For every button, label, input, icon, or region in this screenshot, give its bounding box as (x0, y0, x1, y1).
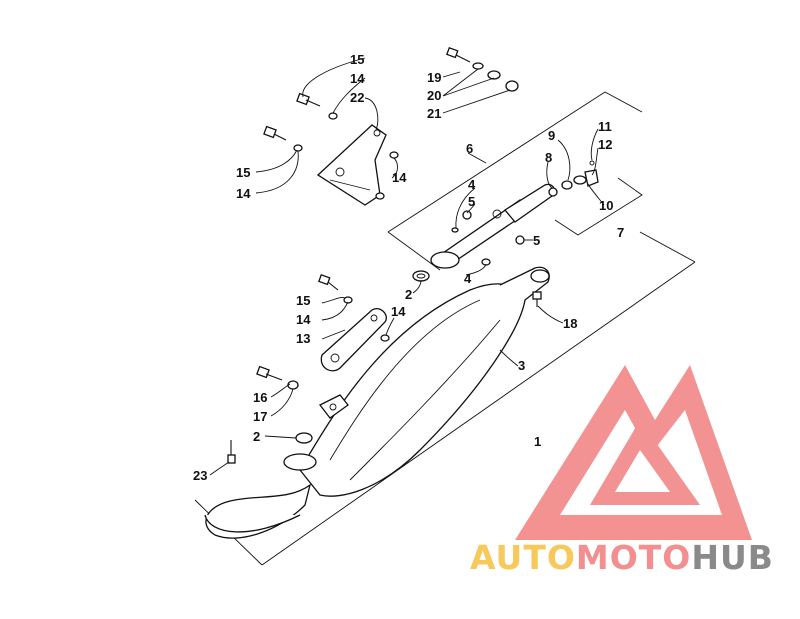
callout-14: 14 (296, 312, 311, 327)
bracket-13 (320, 308, 387, 372)
callouts: 15 14 22 15 14 14 19 20 21 6 9 11 12 8 1… (193, 52, 624, 483)
callout-14: 14 (392, 170, 407, 185)
callout-15: 15 (236, 165, 250, 180)
tailpipe-assembly (430, 183, 556, 269)
callout-8: 8 (545, 150, 552, 165)
callout-12: 12 (598, 137, 612, 152)
callout-14: 14 (236, 186, 251, 201)
callout-15: 15 (350, 52, 364, 67)
callout-11: 11 (598, 119, 612, 134)
callout-17: 17 (253, 409, 267, 424)
watermark-moto: MOTO (576, 538, 691, 577)
watermark-auto: AUTO (470, 538, 576, 577)
leader-lines (209, 57, 605, 476)
callout-4: 4 (464, 271, 472, 286)
callout-14: 14 (350, 71, 365, 86)
callout-6: 6 (466, 141, 473, 156)
watermark: AUTOMOTOHUB (470, 538, 774, 577)
callout-5: 5 (533, 233, 540, 248)
svg-text:AUTOMOTOHUB: AUTOMOTOHUB (470, 538, 774, 577)
callout-16: 16 (253, 390, 267, 405)
callout-18: 18 (563, 316, 577, 331)
mount-bracket-22 (316, 124, 387, 206)
callout-21: 21 (427, 106, 441, 121)
callout-5: 5 (468, 194, 475, 209)
callout-15: 15 (296, 293, 310, 308)
callout-2: 2 (405, 287, 412, 302)
watermark-hub: HUB (691, 538, 774, 577)
assembly-7-outline (554, 177, 643, 236)
callout-3: 3 (518, 358, 525, 373)
callout-23: 23 (193, 468, 207, 483)
callout-2: 2 (253, 429, 260, 444)
callout-4: 4 (468, 177, 476, 192)
callout-9: 9 (548, 128, 555, 143)
callout-22: 22 (350, 90, 364, 105)
assembly-6-outline (387, 91, 643, 271)
callout-1: 1 (534, 434, 541, 449)
muffler-assembly (204, 266, 550, 539)
callout-7: 7 (617, 225, 624, 240)
callout-19: 19 (427, 70, 441, 85)
watermark-logo-icon (515, 365, 752, 540)
callout-14: 14 (391, 304, 406, 319)
callout-10: 10 (599, 198, 613, 213)
callout-13: 13 (296, 331, 310, 346)
callout-20: 20 (427, 88, 441, 103)
